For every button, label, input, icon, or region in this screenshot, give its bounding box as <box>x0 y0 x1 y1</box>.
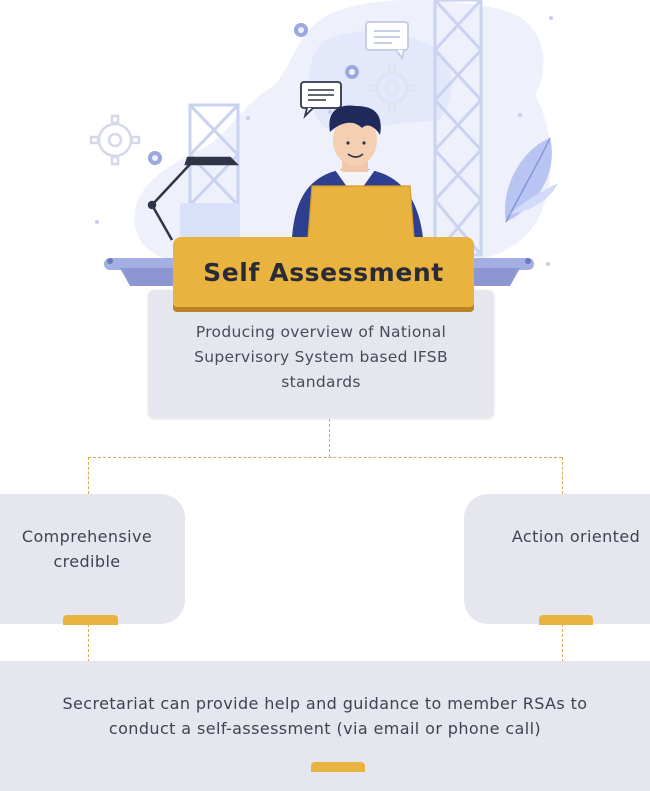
footer-label: Secretariat can provide help and guidanc… <box>62 694 588 738</box>
branch-node-right: Action oriented <box>464 494 650 624</box>
branch-tab-right <box>539 615 593 625</box>
connector-left-down <box>88 457 89 494</box>
monitor-icon <box>180 203 240 237</box>
branch-tab-left <box>63 615 118 625</box>
root-description: Producing overview of National Superviso… <box>194 323 448 391</box>
branch-label-left: Comprehensive credible <box>21 527 153 571</box>
desk-lamp-icon <box>147 156 240 241</box>
leaf-plant-icon <box>504 137 558 223</box>
sparkles <box>95 16 553 266</box>
gear-icon <box>89 114 141 166</box>
root-description-card: Producing overview of National Superviso… <box>148 290 494 418</box>
root-title-banner: Self Assessment <box>173 237 474 307</box>
gear-icon <box>148 151 162 165</box>
chat-bubble-icon <box>365 21 409 61</box>
connector-root-down <box>329 419 330 457</box>
gear-icon <box>345 65 359 79</box>
branch-node-left: Comprehensive credible <box>0 494 185 624</box>
footer-tab <box>311 762 365 772</box>
connector-right-down <box>562 457 563 494</box>
root-title: Self Assessment <box>203 257 444 287</box>
connector-right-footer <box>562 624 563 662</box>
connector-left-footer <box>88 624 89 662</box>
laptop-icon <box>307 185 415 239</box>
connector-horizontal <box>88 457 562 458</box>
branch-label-right: Action oriented <box>511 527 641 546</box>
gear-icon <box>368 64 416 112</box>
chat-bubble-icon <box>300 81 342 119</box>
gear-icon <box>294 23 308 37</box>
